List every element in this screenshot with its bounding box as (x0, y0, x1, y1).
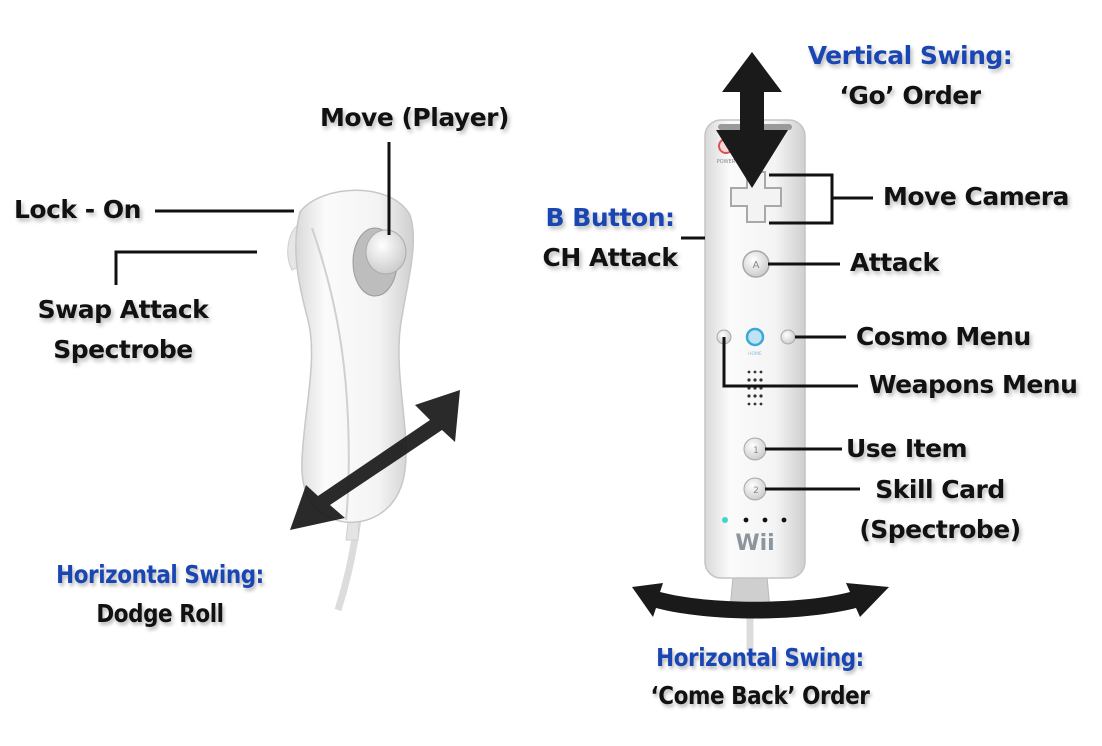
player-led-3 (762, 517, 768, 523)
plus-button (780, 329, 796, 345)
label-cosmo-menu: Cosmo Menu (856, 322, 1031, 351)
nunchuk-swing-arrow (290, 390, 460, 530)
label-swap-attack-line2: Spectrobe (53, 335, 193, 364)
nunchuk-controller (114, 142, 460, 612)
heading-wiimote-horizontal-swing: Horizontal Swing: (656, 643, 864, 672)
one-button-glyph: 1 (753, 446, 759, 456)
dpad (730, 171, 782, 223)
nunchuk-analog-stick (365, 229, 407, 275)
label-move-player: Move (Player) (320, 103, 509, 132)
label-move-camera: Move Camera (883, 182, 1069, 211)
home-label: HOME (748, 351, 762, 357)
leader-weapons-menu (722, 337, 858, 388)
label-go-order: ‘Go’ Order (839, 81, 981, 110)
label-attack: Attack (850, 248, 939, 277)
label-skill-card-line2: (Spectrobe) (859, 515, 1021, 544)
two-button-glyph: 2 (753, 486, 759, 496)
label-ch-attack: CH Attack (542, 243, 678, 272)
label-weapons-menu: Weapons Menu (869, 370, 1078, 399)
heading-nunchuk-horizontal-swing: Horizontal Swing: (56, 560, 264, 589)
player-led-1 (722, 517, 728, 523)
horizontal-swing-arrow (632, 583, 889, 619)
home-button (745, 327, 765, 347)
label-lock-on: Lock - On (14, 195, 141, 224)
label-skill-card-line1: Skill Card (875, 475, 1005, 504)
heading-b-button: B Button: (545, 203, 675, 232)
a-button-glyph: A (753, 260, 760, 271)
label-use-item: Use Item (846, 434, 968, 463)
power-label: POWER (717, 159, 736, 165)
player-led-2 (743, 517, 749, 523)
label-dodge-roll: Dodge Roll (96, 599, 224, 628)
wii-remote-controller: POWER A HOME 1 2 (632, 52, 889, 650)
player-led-4 (781, 517, 787, 523)
leader-swap-attack (114, 250, 257, 285)
wii-logo: Wii (735, 531, 774, 556)
vertical-swing-arrow (716, 52, 788, 188)
nunchuk-seam (311, 227, 350, 521)
label-come-back-order: ‘Come Back’ Order (650, 681, 870, 710)
heading-vertical-swing: Vertical Swing: (807, 41, 1013, 70)
label-swap-attack-line1: Swap Attack (37, 295, 209, 324)
